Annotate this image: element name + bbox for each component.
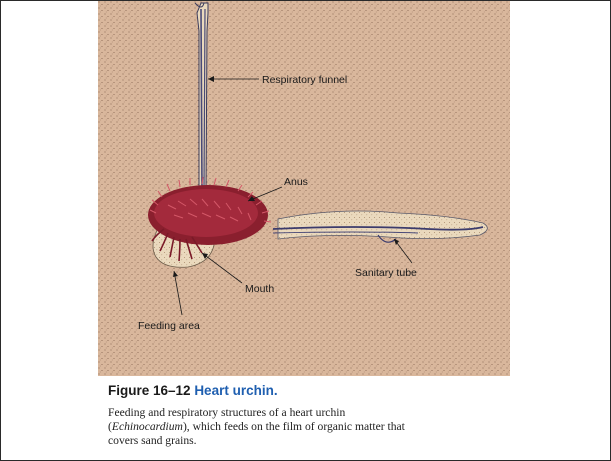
- figure-title: Heart urchin.: [194, 383, 277, 398]
- caption-genus: Echinocardium: [112, 420, 183, 433]
- heart-urchin-illustration: Respiratory funnel Anus Sanitary tube Mo…: [98, 1, 510, 376]
- respiratory-funnel-label: Respiratory funnel: [262, 74, 347, 86]
- sanitary-tube-label: Sanitary tube: [355, 267, 417, 279]
- figure-number: Figure 16–12: [108, 383, 191, 398]
- figure-caption-title: Figure 16–12 Heart urchin.: [108, 383, 278, 398]
- feeding-area-label: Feeding area: [138, 320, 200, 332]
- caption-line-1: Feeding and respiratory structures of a …: [108, 406, 504, 420]
- textbook-page: Respiratory funnel Anus Sanitary tube Mo…: [98, 1, 510, 460]
- mouth-label: Mouth: [245, 283, 274, 295]
- caption-line-2: (Echinocardium), which feeds on the film…: [108, 420, 504, 434]
- figure-caption-body: Feeding and respiratory structures of a …: [108, 406, 504, 448]
- caption-line-3: covers sand grains.: [108, 434, 504, 448]
- anus-label: Anus: [284, 176, 308, 188]
- caption-line-2-rest: ), which feeds on the film of organic ma…: [183, 420, 405, 433]
